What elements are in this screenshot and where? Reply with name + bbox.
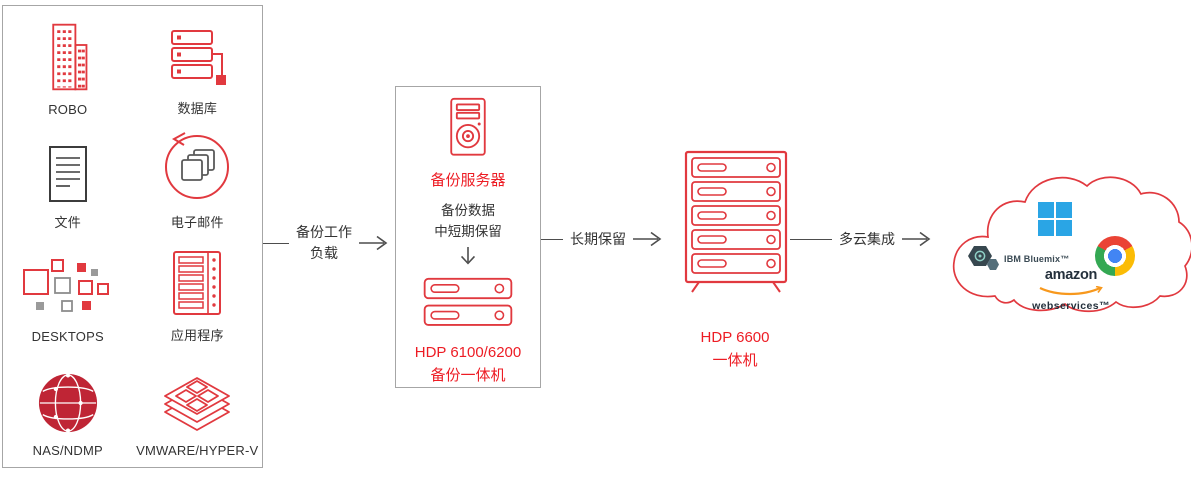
azure-pane <box>1056 220 1072 236</box>
backup-server-icon <box>450 97 486 156</box>
source-desktops: DESKTOPS <box>3 238 133 352</box>
flow-multicloud: 多云集成 <box>790 228 936 250</box>
flow-label-line2: 负载 <box>310 245 338 261</box>
hdp6600-line1: HDP 6600 <box>700 329 770 346</box>
source-label-database: 数据库 <box>177 100 218 116</box>
source-label-file: 文件 <box>54 214 81 230</box>
source-file: 文件 <box>3 124 133 238</box>
ibm-bluemix-label: IBM Bluemix™ <box>1004 254 1070 264</box>
connector-line <box>790 238 832 240</box>
hdp6600-line2: 一体机 <box>712 352 758 370</box>
azure-pane <box>1038 202 1054 218</box>
flow-backup-workload: 备份工作 负载 <box>263 220 393 266</box>
source-email: 电子邮件 <box>133 124 263 238</box>
hdp-6600-rack-icon <box>684 150 788 293</box>
hdp-6600-label: HDP 6600 一体机 <box>655 326 815 373</box>
source-vmware-hyperv: VMWARE/HYPER-V <box>133 351 263 465</box>
retention-text: 备份数据 中短期保留 <box>434 200 502 243</box>
microsoft-azure-icon <box>1038 202 1072 236</box>
amazon-smile-icon <box>1039 285 1103 295</box>
retention-line1: 备份数据 <box>441 202 495 218</box>
database-icon <box>171 29 227 85</box>
source-database: 数据库 <box>133 10 263 124</box>
cloud-outline-icon <box>952 176 1191 313</box>
source-label-applications: 应用程序 <box>170 328 224 344</box>
ibm-bluemix-hexagon-icon <box>968 246 999 270</box>
connector-line <box>541 238 563 240</box>
connector-line <box>263 242 289 244</box>
source-label-email: 电子邮件 <box>170 214 224 230</box>
amazon-wordmark: amazon <box>1044 267 1098 283</box>
retention-line2: 中短期保留 <box>434 224 502 240</box>
ibm-bluemix-logo: IBM Bluemix™ <box>965 244 1069 274</box>
flow-long-term-retention: 长期保留 <box>541 228 667 250</box>
source-label-vmware-hyperv: VMWARE/HYPER-V <box>136 443 259 458</box>
file-icon <box>48 145 87 202</box>
arrow-right-icon <box>902 231 931 247</box>
model-line2: 备份一体机 <box>430 366 506 384</box>
azure-pane <box>1056 202 1072 218</box>
google-cloud-icon <box>1095 236 1135 276</box>
source-label-desktops: DESKTOPS <box>31 329 104 345</box>
hypervisor-layers-icon <box>164 377 231 431</box>
backup-appliance-panel: 备份服务器 备份数据 中短期保留 HDP 6100/6200 备份一体机 <box>395 86 541 388</box>
desktops-icon <box>22 259 109 313</box>
flow-label-line1: 备份工作 <box>296 224 352 240</box>
webservices-wordmark: webservices™ <box>1032 299 1110 312</box>
source-applications: 应用程序 <box>133 238 263 352</box>
workload-sources-panel: ROBO 数据库 <box>2 5 263 468</box>
email-icon <box>165 131 230 199</box>
nas-globe-icon <box>38 373 97 433</box>
source-label-robo: ROBO <box>48 101 88 117</box>
amazon-web-services-logo: amazon webservices™ <box>1027 268 1115 311</box>
hdp-6100-6200-label: HDP 6100/6200 备份一体机 <box>415 341 521 388</box>
hdp-6100-6200-appliance-icon <box>423 277 513 326</box>
flow-label-backup-workload: 备份工作 负载 <box>289 222 359 264</box>
model-line1: HDP 6100/6200 <box>414 343 522 361</box>
source-nas-ndmp: NAS/NDMP <box>3 351 133 465</box>
azure-pane <box>1038 220 1054 236</box>
app-server-icon <box>173 251 222 316</box>
multicloud-group: IBM Bluemix™ amazon webservices™ <box>943 158 1191 326</box>
flow-label-multicloud: 多云集成 <box>839 230 895 247</box>
arrow-right-icon <box>359 235 388 251</box>
source-robo: ROBO <box>3 10 133 124</box>
building-icon <box>52 23 88 90</box>
arrow-right-icon <box>633 231 662 247</box>
source-label-nas-ndmp: NAS/NDMP <box>32 443 103 458</box>
arrow-down-icon <box>460 247 476 265</box>
backup-server-title: 备份服务器 <box>430 171 506 189</box>
flow-label-long-term: 长期保留 <box>570 230 626 247</box>
